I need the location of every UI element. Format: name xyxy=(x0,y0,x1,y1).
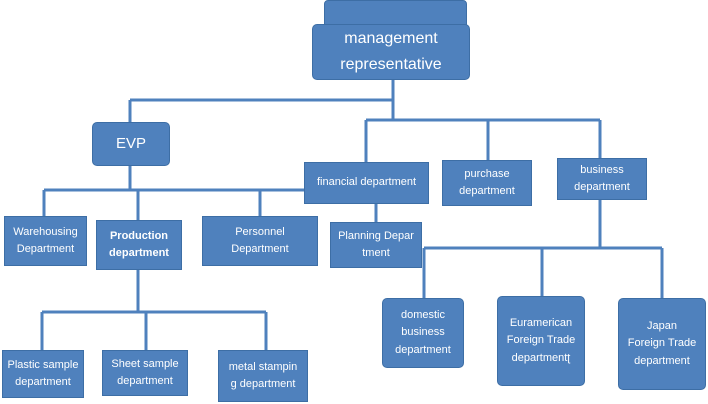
warehousing-department-node[interactable]: Warehousing Department xyxy=(4,216,87,266)
domestic-business-department-label: domestic business department xyxy=(395,309,451,356)
domestic-business-department-node[interactable]: domestic business department xyxy=(382,298,464,368)
plastic-sample-department-label: Plastic sample department xyxy=(7,358,79,388)
business-department-node[interactable]: business department xyxy=(557,158,647,200)
financial-department-node[interactable]: financial department xyxy=(304,162,429,204)
evp-node[interactable]: EVP xyxy=(92,122,170,166)
planning-department-label: Planning Depar tment xyxy=(338,229,414,259)
sheet-sample-department-label: Sheet sample department xyxy=(111,357,179,387)
euramerican-foreign-trade-department-node[interactable]: Euramerican Foreign Trade departmentʈ xyxy=(497,296,585,386)
business-department-label: business department xyxy=(574,163,630,193)
metal-stamping-department-label: metal stampin g department xyxy=(228,360,298,390)
planning-department-node[interactable]: Planning Depar tment xyxy=(330,222,422,268)
production-department-label: Production department xyxy=(109,229,169,259)
production-department-node[interactable]: Production department xyxy=(96,220,182,270)
purchase-department-label: purchase department xyxy=(459,167,515,197)
management-representative-node[interactable]: management representative xyxy=(312,24,470,80)
management-representative-label: management representative xyxy=(340,30,442,73)
personnel-department-node[interactable]: Personnel Department xyxy=(202,216,318,266)
evp-label: EVP xyxy=(115,135,146,153)
metal-stamping-department-node[interactable]: metal stampin g department xyxy=(218,350,308,402)
japan-foreign-trade-department-node[interactable]: Japan Foreign Trade department xyxy=(618,298,706,390)
purchase-department-node[interactable]: purchase department xyxy=(442,160,532,206)
euramerican-foreign-trade-department-label: Euramerican Foreign Trade departmentʈ xyxy=(506,317,576,364)
japan-foreign-trade-department-label: Japan Foreign Trade department xyxy=(627,320,697,367)
warehousing-department-label: Warehousing Department xyxy=(13,225,78,255)
plastic-sample-department-node[interactable]: Plastic sample department xyxy=(2,350,84,398)
financial-department-label: financial department xyxy=(316,176,417,189)
personnel-department-label: Personnel Department xyxy=(231,225,289,255)
sheet-sample-department-node[interactable]: Sheet sample department xyxy=(102,350,188,396)
